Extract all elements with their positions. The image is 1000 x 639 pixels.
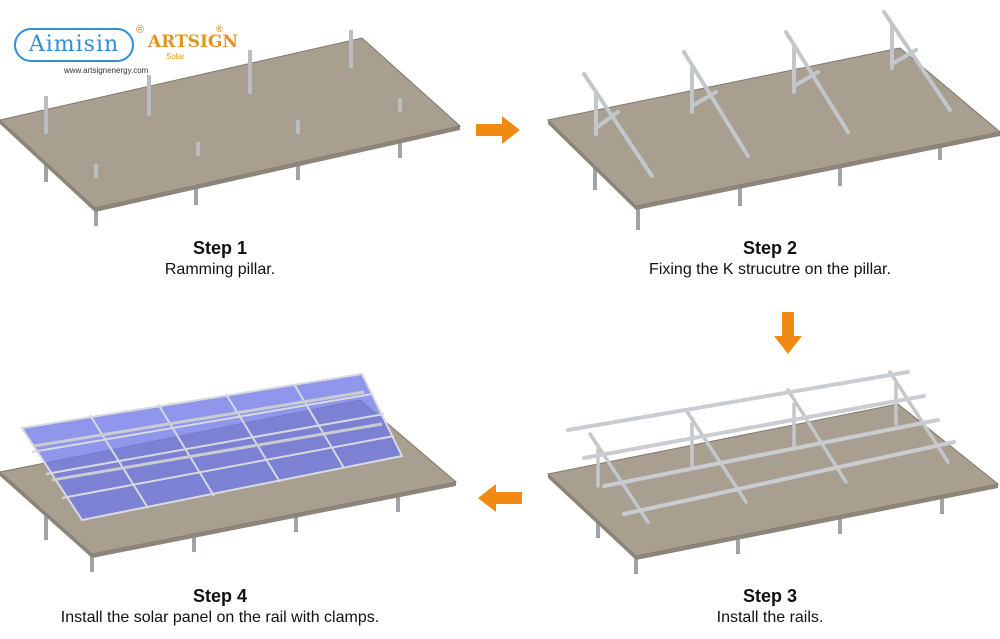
step3-description: Install the rails. (716, 609, 824, 626)
step1-title: Step 1 (192, 238, 248, 258)
ground-plate (546, 47, 1000, 207)
aimisin-logo: Aimisin (14, 28, 134, 62)
artsign-logo: ARTSIGN Solar (148, 30, 238, 64)
visible-rails (33, 390, 383, 482)
ground-plate (0, 37, 462, 209)
step1-caption: Step 1 Ramming pillar. (120, 237, 320, 281)
step3-illustration (540, 362, 1000, 584)
step1-description: Ramming pillar. (164, 261, 276, 278)
step4-description: Install the solar panel on the rail with… (60, 609, 380, 626)
step2-caption: Step 2 Fixing the K strucutre on the pil… (600, 237, 940, 281)
step1-illustration (0, 30, 470, 240)
panel-grid (31, 383, 395, 509)
artsign-logo-sub: Solar (166, 52, 185, 61)
arrow-step3-to-step4 (476, 484, 522, 512)
artsign-logo-text: ARTSIGN (148, 32, 238, 52)
step2-title: Step 2 (742, 238, 798, 258)
arrow-step1-to-step2 (476, 116, 522, 144)
registered-mark: ® (136, 24, 145, 36)
arrow-step2-to-step3 (774, 312, 802, 356)
step4-illustration (0, 370, 470, 580)
k-structures (582, 10, 952, 178)
registered-mark-2: ® (216, 24, 223, 34)
step4-title: Step 4 (192, 586, 248, 606)
rails (566, 370, 956, 516)
step2-illustration (540, 8, 1000, 240)
step4-caption: Step 4 Install the solar panel on the ra… (20, 585, 420, 629)
solar-array (20, 372, 404, 522)
step3-caption: Step 3 Install the rails. (660, 585, 880, 629)
step2-description: Fixing the K strucutre on the pillar. (649, 261, 891, 278)
website-url: www.artsignenergy.com (64, 66, 149, 75)
rammed-pillars (44, 30, 402, 178)
step3-title: Step 3 (742, 586, 798, 606)
brand-header: Aimisin ® ARTSIGN Solar ® www.artsignene… (8, 22, 238, 82)
